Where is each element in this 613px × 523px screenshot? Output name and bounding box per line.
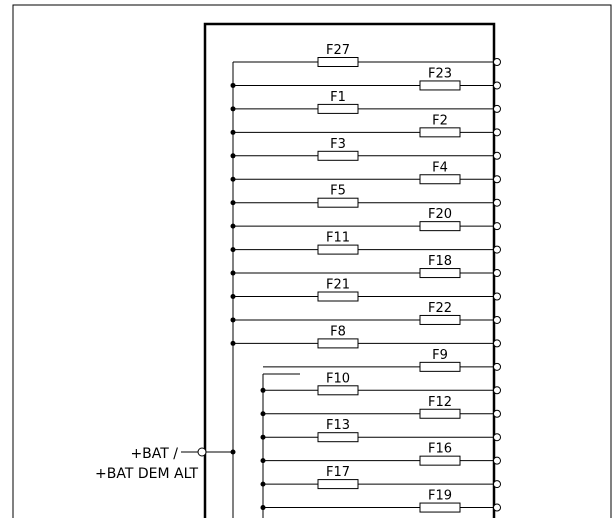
output-terminal-f3 xyxy=(493,151,501,160)
fuse-label-f10: F10 xyxy=(326,371,350,386)
fuse-label-f3: F3 xyxy=(330,137,346,152)
fuse-label-f13: F13 xyxy=(326,418,350,433)
output-terminal-f20 xyxy=(493,222,501,231)
bus-junction-f12 xyxy=(260,411,266,417)
fuse-f3 xyxy=(317,150,359,161)
fuse-label-f1: F1 xyxy=(330,90,346,105)
bus-junction-f5 xyxy=(230,200,236,206)
fuse-f11 xyxy=(317,244,359,255)
output-terminal-f4 xyxy=(493,175,501,184)
supply-label-line2: +BAT DEM ALT xyxy=(95,466,198,482)
output-terminal-f13 xyxy=(493,433,501,442)
fuse-label-f27: F27 xyxy=(326,43,350,58)
fuse-f23 xyxy=(419,80,461,91)
bus-junction-f16 xyxy=(260,458,266,464)
output-terminal-f9 xyxy=(493,362,501,371)
fuse-label-f21: F21 xyxy=(326,278,350,293)
bus-junction-f13 xyxy=(260,434,266,440)
fuse-label-f20: F20 xyxy=(428,207,452,222)
bus-junction-f1 xyxy=(230,106,236,112)
output-terminal-f2 xyxy=(493,128,501,137)
output-terminal-f19 xyxy=(493,503,501,512)
fuse-f16 xyxy=(419,455,461,466)
output-terminal-f17 xyxy=(493,480,501,489)
output-terminal-f10 xyxy=(493,386,501,395)
supply-terminal xyxy=(197,447,207,457)
bus-junction-f11 xyxy=(230,247,236,253)
fuse-f19 xyxy=(419,502,461,513)
fuse-label-f17: F17 xyxy=(326,465,350,480)
fuse-f5 xyxy=(317,197,359,208)
output-terminal-f11 xyxy=(493,245,501,254)
bus-junction-f18 xyxy=(230,270,236,276)
output-terminal-f27 xyxy=(493,58,501,66)
fuse-f2 xyxy=(419,127,461,138)
bus-junction-f21 xyxy=(230,294,236,299)
bus-junction-f10 xyxy=(260,387,266,393)
fuse-label-f5: F5 xyxy=(330,184,346,199)
output-terminal-f12 xyxy=(493,409,501,418)
fuse-circuits: F27F23F1F2F3F4F5F20F11F18F21F22F8F9F10F1… xyxy=(230,43,501,513)
fuse-f9 xyxy=(419,361,461,372)
bus-junction-f22 xyxy=(230,317,236,323)
fuse-label-f12: F12 xyxy=(428,395,452,410)
bus-junction-f8 xyxy=(230,340,236,346)
output-terminal-f22 xyxy=(493,315,501,324)
output-terminal-f21 xyxy=(493,292,501,301)
bus-junction-f19 xyxy=(260,505,266,511)
bus-junction-f3 xyxy=(230,153,236,159)
fuse-f13 xyxy=(317,432,359,443)
output-terminal-f1 xyxy=(493,104,501,113)
output-terminal-f8 xyxy=(493,339,501,348)
fuse-f20 xyxy=(419,221,461,232)
bus-junction-f20 xyxy=(230,223,236,229)
bus-junction-f23 xyxy=(230,82,236,88)
output-terminal-f18 xyxy=(493,269,501,278)
supply-label-line1: +BAT / xyxy=(130,446,178,462)
fuse-f10 xyxy=(317,385,359,396)
fuse-label-f4: F4 xyxy=(432,160,448,175)
output-terminal-f23 xyxy=(493,81,501,90)
fuse-f1 xyxy=(317,103,359,114)
fuse-label-f9: F9 xyxy=(432,348,448,363)
fuse-f22 xyxy=(419,314,461,325)
fuse-label-f11: F11 xyxy=(326,231,350,246)
output-terminal-f16 xyxy=(493,456,501,465)
fuse-f21 xyxy=(317,291,359,302)
fuse-label-f19: F19 xyxy=(428,489,452,504)
fuse-box-outline xyxy=(203,22,496,523)
fuse-label-f22: F22 xyxy=(428,301,452,316)
fuse-f12 xyxy=(419,408,461,419)
bus-junction-f2 xyxy=(230,129,236,135)
page-frame xyxy=(12,4,612,523)
fuse-f4 xyxy=(419,174,461,185)
output-terminal-f5 xyxy=(493,198,501,207)
bus-junction-f4 xyxy=(230,176,236,182)
fuse-f17 xyxy=(317,479,359,490)
bus-junction-f17 xyxy=(260,481,266,487)
fuse-label-f2: F2 xyxy=(432,113,448,128)
fuse-f27 xyxy=(317,57,359,67)
fuse-f8 xyxy=(317,338,359,349)
fuse-f18 xyxy=(419,268,461,279)
fuse-label-f23: F23 xyxy=(428,66,452,81)
fuse-label-f8: F8 xyxy=(330,324,346,339)
fuse-label-f18: F18 xyxy=(428,254,452,269)
fuse-label-f16: F16 xyxy=(428,442,452,457)
